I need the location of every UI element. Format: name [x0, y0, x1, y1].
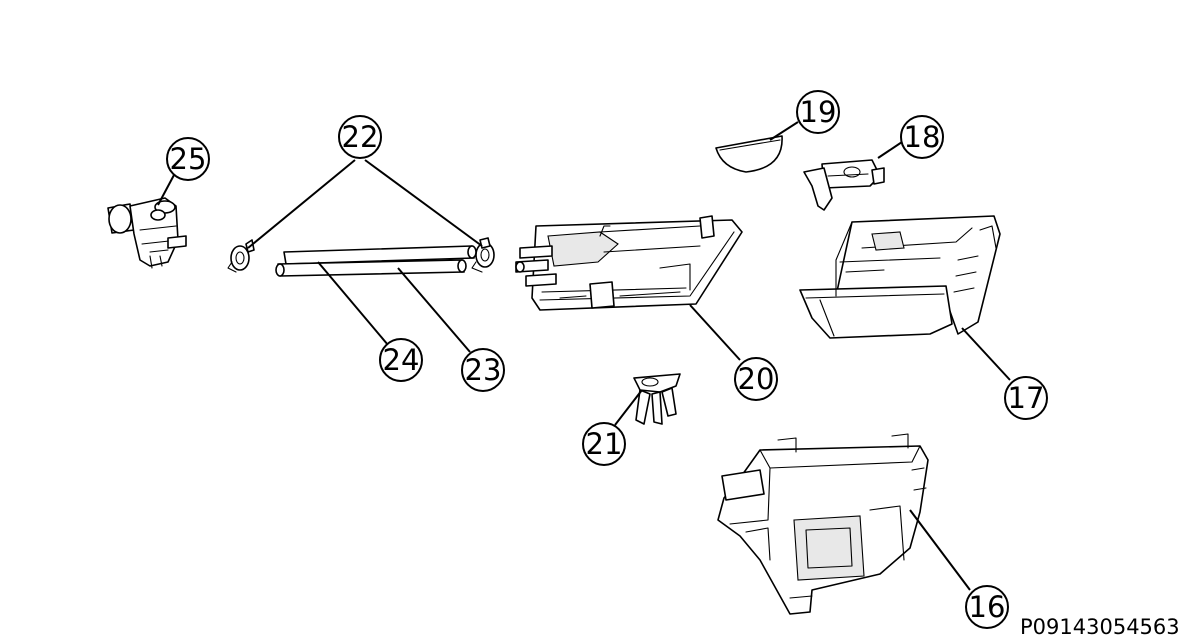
drawing-code: P09143054563 [1020, 615, 1180, 639]
leader-19 [769, 121, 799, 141]
part-17-detergent-drawer [799, 215, 1001, 339]
callout-24-label: 24 [383, 343, 420, 377]
part-23-24-hoses [275, 245, 477, 277]
leader-24 [317, 261, 389, 346]
leader-16 [909, 509, 971, 591]
callout-16: 16 [965, 585, 1009, 629]
leader-22-right [364, 159, 483, 247]
leader-20 [689, 304, 741, 361]
callout-22-label: 22 [342, 120, 379, 154]
leader-lines [157, 121, 1011, 591]
callout-20-label: 20 [738, 362, 775, 396]
callout-19: 19 [796, 90, 840, 134]
callout-25: 25 [166, 137, 210, 181]
callout-23: 23 [461, 348, 505, 392]
leader-21 [614, 389, 643, 426]
callout-22: 22 [338, 115, 382, 159]
callout-21-label: 21 [586, 427, 623, 461]
callout-16-label: 16 [969, 590, 1006, 624]
part-16-dispenser-housing [717, 433, 929, 615]
leader-22-left [247, 159, 356, 249]
callout-25-label: 25 [170, 142, 207, 176]
part-21-clip [633, 373, 681, 425]
part-20-dispenser-cover [515, 215, 743, 311]
part-25-inlet-valve [107, 197, 187, 269]
part-22-clamp-left [227, 239, 255, 273]
leader-23 [397, 267, 471, 353]
callout-21: 21 [582, 422, 626, 466]
callout-17: 17 [1004, 376, 1048, 420]
callout-20: 20 [734, 357, 778, 401]
callout-18: 18 [900, 115, 944, 159]
part-18-siphon [803, 159, 885, 211]
callout-23-label: 23 [465, 353, 502, 387]
leader-17 [961, 327, 1011, 381]
leader-18 [877, 141, 903, 159]
callout-17-label: 17 [1008, 381, 1045, 415]
callout-24: 24 [379, 338, 423, 382]
part-19-cap [715, 135, 783, 173]
leader-25 [157, 174, 175, 206]
callout-18-label: 18 [904, 120, 941, 154]
callout-19-label: 19 [800, 95, 837, 129]
